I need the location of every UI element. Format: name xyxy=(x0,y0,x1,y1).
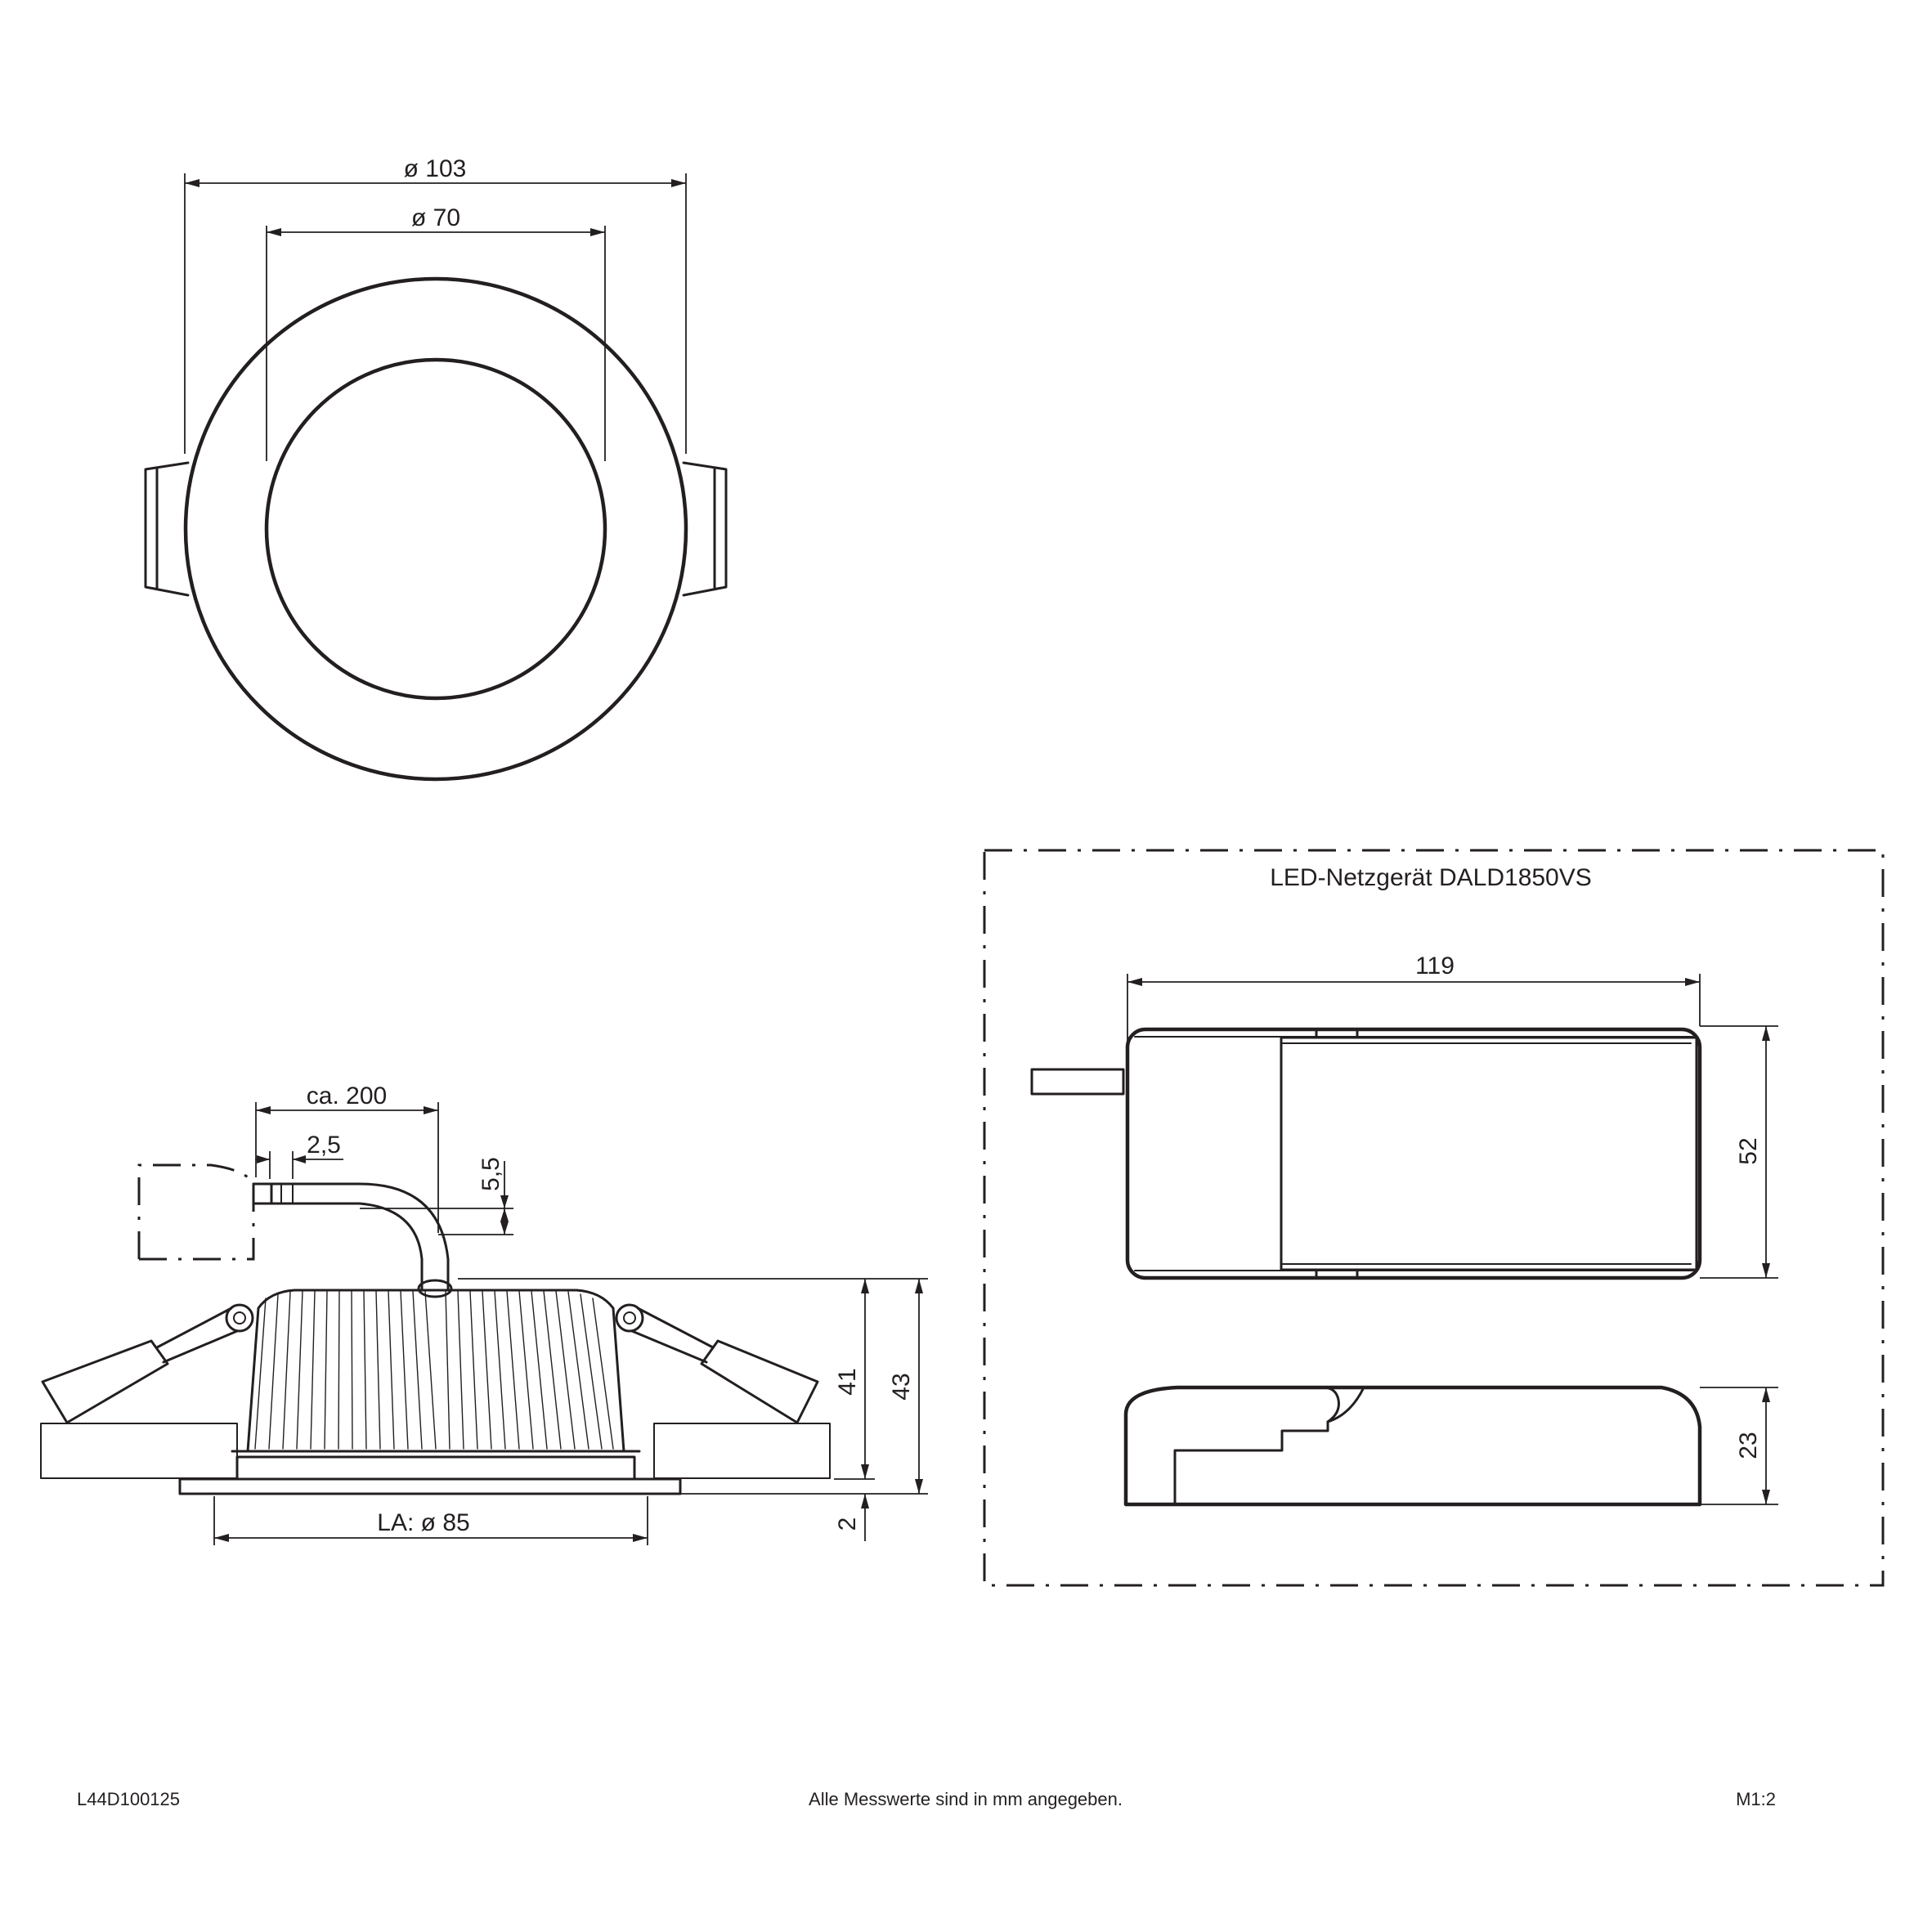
dimension-cable-width: 2,5 xyxy=(255,1132,343,1179)
top-view: ø 103 ø 70 xyxy=(144,155,728,782)
cable-end-section xyxy=(280,1183,294,1204)
ceiling-right xyxy=(653,1423,831,1479)
label-driver-height: 23 xyxy=(1735,1432,1762,1459)
ceiling-left xyxy=(40,1423,238,1479)
dimension-driver-height: 23 xyxy=(1700,1387,1778,1505)
dimension-driver-length: 119 xyxy=(1127,953,1701,1053)
label-cable-length: ca. 200 xyxy=(307,1083,387,1109)
dimension-cable-height: 5,5 xyxy=(360,1157,513,1235)
label-cable-width: 2,5 xyxy=(307,1132,341,1159)
label-height-43: 43 xyxy=(888,1373,915,1400)
driver-top-view xyxy=(1030,1027,1702,1280)
footer: L44D100125 Alle Messwerte sind in mm ang… xyxy=(77,1789,1776,1809)
right-spring-clip xyxy=(682,461,728,597)
label-cutout: LA: ø 85 xyxy=(377,1509,469,1536)
dimension-bezel: 2 xyxy=(834,1494,869,1541)
label-cable-height: 5,5 xyxy=(477,1157,504,1191)
dimension-cutout: LA: ø 85 xyxy=(213,1496,648,1545)
driver-panel: LED-Netzgerät DALD1850VS 119 xyxy=(983,849,1885,1587)
article-number: L44D100125 xyxy=(77,1789,180,1809)
dimension-height-41: 41 xyxy=(458,1278,928,1480)
driver-side-view xyxy=(1123,1385,1702,1507)
left-spring-arm xyxy=(41,1303,254,1424)
right-spring-arm xyxy=(615,1303,819,1424)
dimension-driver-width: 52 xyxy=(1700,1025,1778,1279)
dimension-outer-diameter: ø 103 xyxy=(184,155,687,454)
bezel xyxy=(178,1477,682,1495)
label-driver-length: 119 xyxy=(1415,953,1455,979)
dimension-cable-length: ca. 200 xyxy=(255,1083,439,1233)
units-note: Alle Messwerte sind in mm angegeben. xyxy=(809,1789,1123,1809)
label-inner-diameter: ø 70 xyxy=(411,204,460,231)
heat-sink xyxy=(231,1289,641,1481)
label-outer-diameter: ø 103 xyxy=(404,155,467,182)
driver-frame xyxy=(983,849,1885,1587)
cable xyxy=(252,1182,453,1298)
outer-ring xyxy=(183,276,688,782)
left-spring-clip xyxy=(144,461,190,597)
cooling-fins xyxy=(254,1290,614,1450)
dimension-inner-diameter: ø 70 xyxy=(266,204,606,461)
side-view: ca. 200 2,5 5,5 4 xyxy=(40,1083,928,1545)
driver-title: LED-Netzgerät DALD1850VS xyxy=(1270,864,1592,891)
connector-outline xyxy=(137,1163,255,1259)
inner-aperture xyxy=(264,357,607,701)
label-bezel: 2 xyxy=(834,1517,861,1531)
label-driver-width: 52 xyxy=(1735,1137,1762,1164)
label-height-41: 41 xyxy=(834,1368,861,1395)
dimension-height-43: 43 xyxy=(680,1279,928,1495)
scale-label: M1:2 xyxy=(1736,1789,1776,1809)
